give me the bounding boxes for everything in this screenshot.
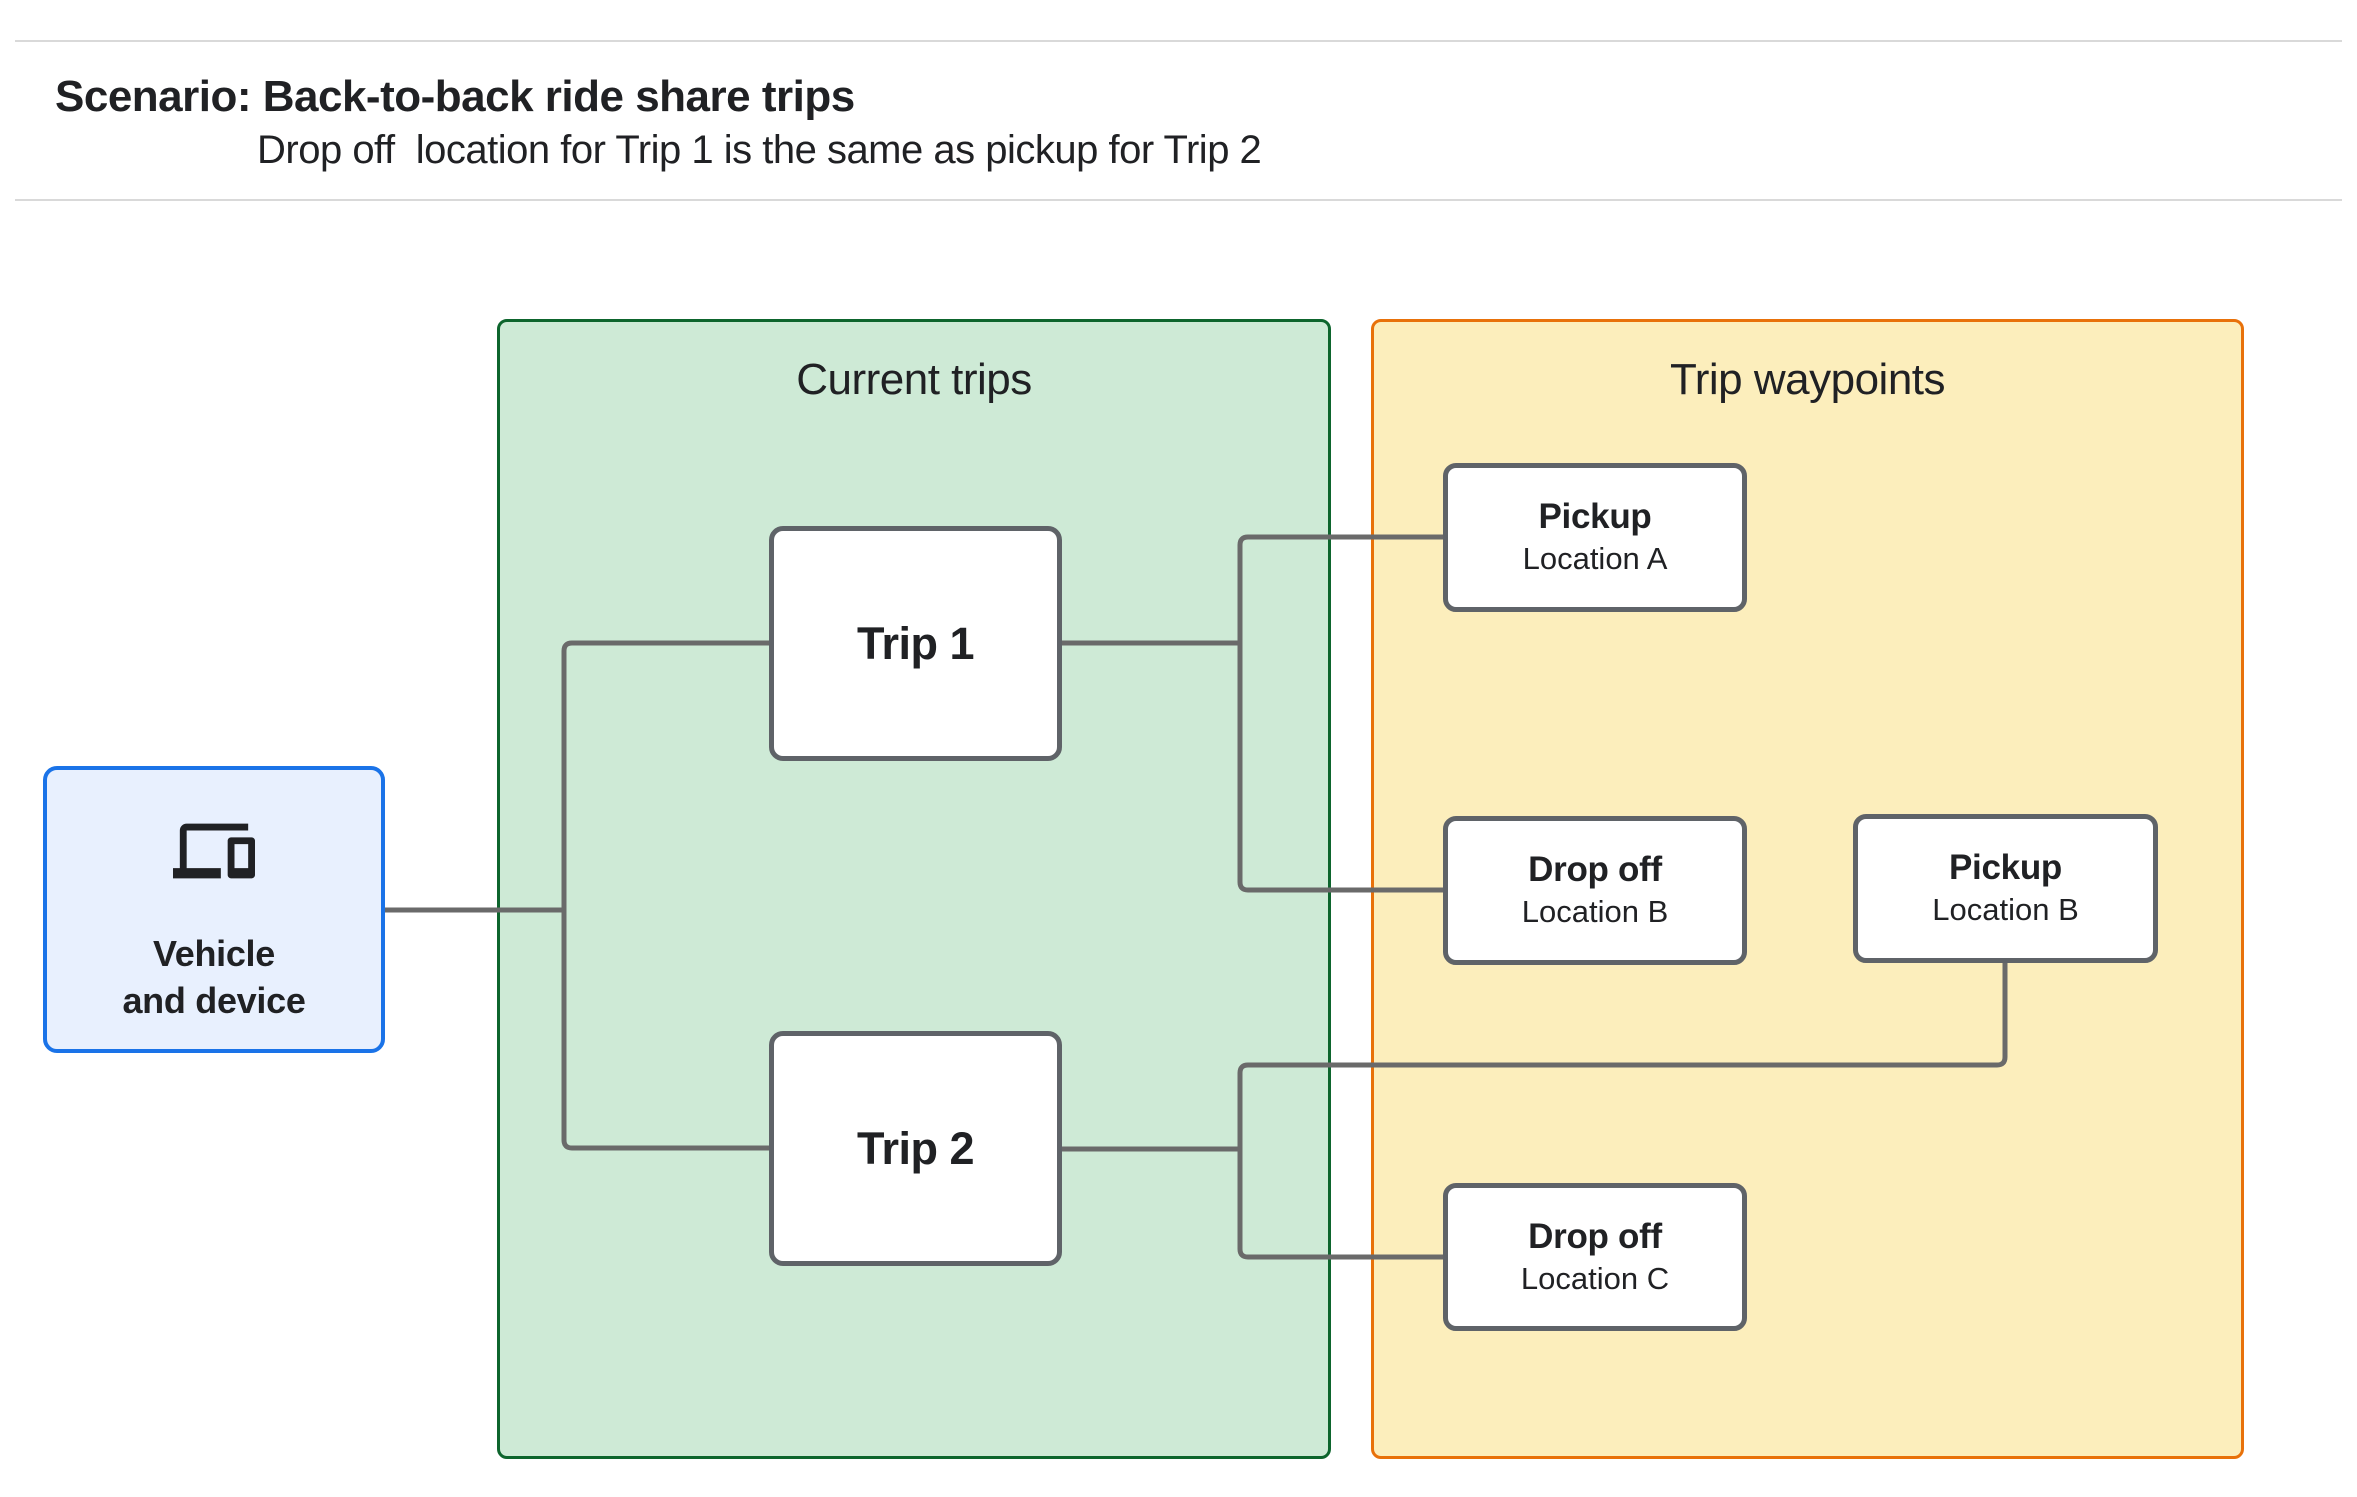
waypoint-pickup-location-a: Pickup Location A xyxy=(1443,463,1747,612)
current-trips-title: Current trips xyxy=(796,355,1032,404)
trip-2-node: Trip 2 xyxy=(769,1031,1062,1266)
waypoint-dropoff-location-c: Drop off Location C xyxy=(1443,1183,1747,1331)
page-subtitle: Drop off location for Trip 1 is the same… xyxy=(257,128,1262,172)
trip-waypoints-title: Trip waypoints xyxy=(1669,355,1946,404)
waypoint-subtitle: Location B xyxy=(1932,892,2079,928)
trip-2-label: Trip 2 xyxy=(856,1122,975,1174)
page-title: Scenario: Back-to-back ride share trips xyxy=(55,72,855,121)
waypoint-title: Pickup xyxy=(1538,497,1652,537)
waypoint-pickup-location-b: Pickup Location B xyxy=(1853,814,2158,963)
trip-1-node: Trip 1 xyxy=(769,526,1062,761)
vehicle-label-line2: and device xyxy=(122,980,306,1022)
top-divider xyxy=(15,40,2342,42)
waypoint-title: Drop off xyxy=(1528,850,1662,890)
waypoint-title: Drop off xyxy=(1528,1216,1662,1256)
header-divider xyxy=(15,199,2342,201)
waypoint-dropoff-location-b: Drop off Location B xyxy=(1443,816,1747,965)
vehicle-node-label: Vehicle and device xyxy=(122,931,305,1025)
waypoint-subtitle: Location B xyxy=(1521,894,1669,930)
waypoint-subtitle: Location A xyxy=(1522,541,1668,577)
vehicle-label-line1: Vehicle xyxy=(153,933,275,975)
devices-icon xyxy=(173,810,255,892)
trip-1-label: Trip 1 xyxy=(856,617,975,669)
waypoint-title: Pickup xyxy=(1949,848,2062,888)
waypoint-subtitle: Location C xyxy=(1520,1260,1670,1296)
current-trips-panel: Current trips xyxy=(497,319,1331,1459)
vehicle-and-device-node: Vehicle and device xyxy=(43,766,385,1053)
